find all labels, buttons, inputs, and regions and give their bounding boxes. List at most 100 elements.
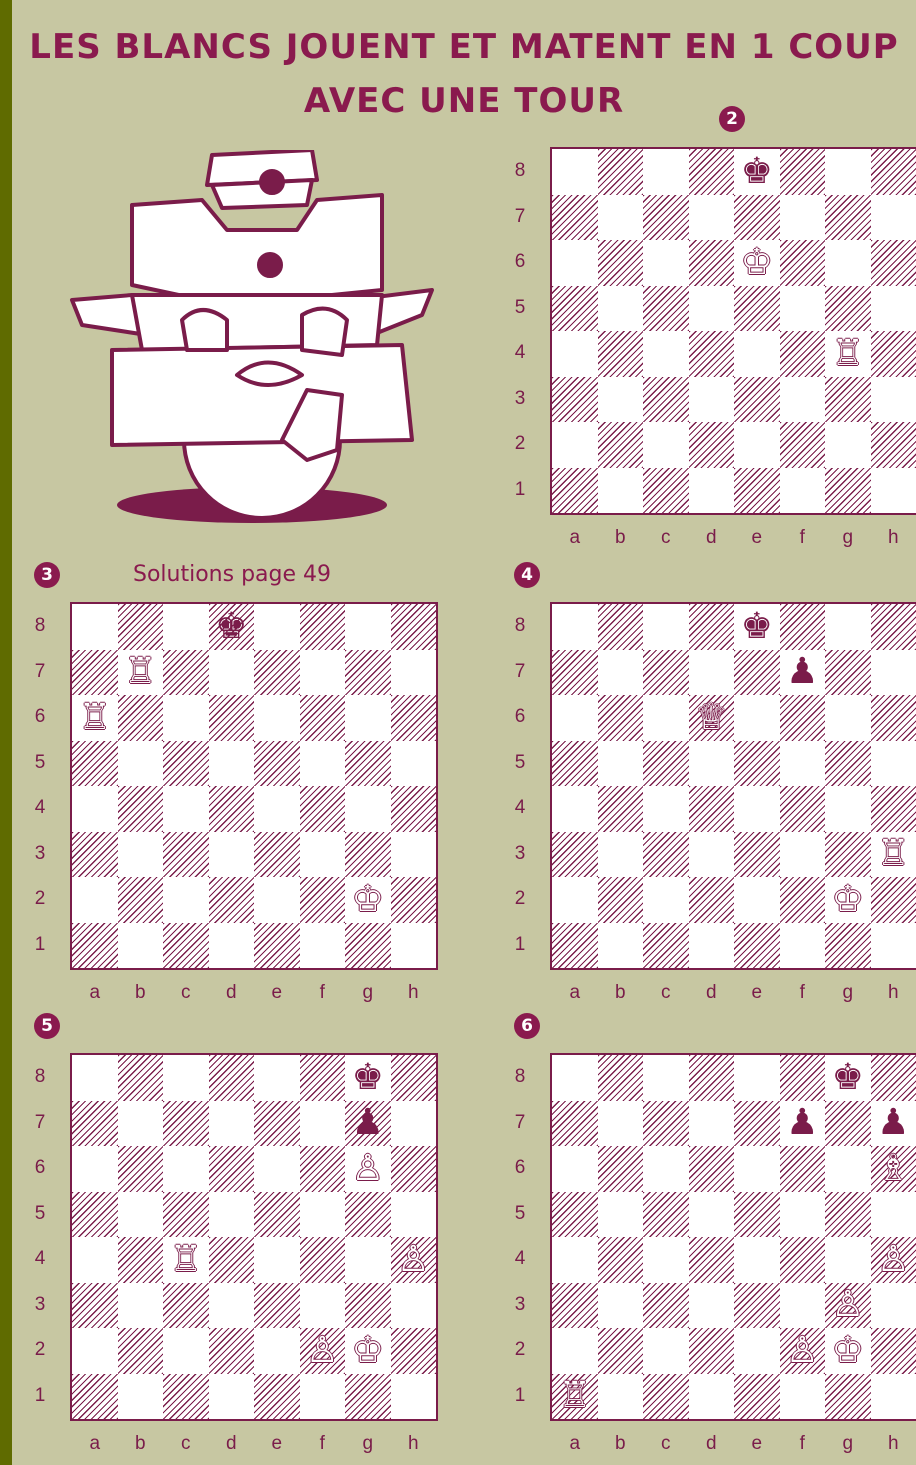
- square-c1[interactable]: [163, 923, 209, 969]
- square-b5[interactable]: [118, 741, 164, 787]
- square-d6[interactable]: [209, 695, 255, 741]
- square-c3[interactable]: [643, 832, 689, 878]
- square-c3[interactable]: [163, 1283, 209, 1329]
- square-h8[interactable]: [391, 1055, 437, 1101]
- square-d5[interactable]: [689, 741, 735, 787]
- square-e1[interactable]: [254, 1374, 300, 1420]
- square-e8[interactable]: [254, 1055, 300, 1101]
- square-d5[interactable]: [209, 1192, 255, 1238]
- square-h8[interactable]: [871, 604, 916, 650]
- square-h8[interactable]: [391, 604, 437, 650]
- square-f8[interactable]: [300, 1055, 346, 1101]
- square-a7[interactable]: [72, 650, 118, 696]
- square-f2[interactable]: [780, 877, 826, 923]
- square-e2[interactable]: [734, 422, 780, 468]
- square-g8[interactable]: ♚: [825, 1055, 871, 1101]
- square-f4[interactable]: [300, 1237, 346, 1283]
- square-e6[interactable]: [254, 695, 300, 741]
- square-c4[interactable]: [643, 786, 689, 832]
- square-h1[interactable]: [871, 1374, 916, 1420]
- square-b5[interactable]: [598, 286, 644, 332]
- square-g4[interactable]: [825, 1237, 871, 1283]
- square-f1[interactable]: [780, 468, 826, 514]
- square-a2[interactable]: [72, 1328, 118, 1374]
- white-pawn-icon[interactable]: ♙: [780, 1328, 826, 1374]
- square-f7[interactable]: ♟: [780, 650, 826, 696]
- square-d8[interactable]: [689, 149, 735, 195]
- square-g8[interactable]: [825, 604, 871, 650]
- white-bishop-icon[interactable]: ♗: [871, 1146, 916, 1192]
- square-e3[interactable]: [734, 1283, 780, 1329]
- square-f5[interactable]: [300, 741, 346, 787]
- square-e5[interactable]: [734, 1192, 780, 1238]
- square-d5[interactable]: [689, 286, 735, 332]
- square-d8[interactable]: [209, 1055, 255, 1101]
- square-g2[interactable]: ♔: [825, 877, 871, 923]
- square-g6[interactable]: [345, 695, 391, 741]
- square-h5[interactable]: [871, 286, 916, 332]
- square-a3[interactable]: [552, 1283, 598, 1329]
- square-c7[interactable]: [163, 650, 209, 696]
- square-a4[interactable]: [72, 786, 118, 832]
- square-c5[interactable]: [163, 1192, 209, 1238]
- square-a7[interactable]: [552, 195, 598, 241]
- square-f1[interactable]: [780, 923, 826, 969]
- square-a4[interactable]: [552, 331, 598, 377]
- square-h8[interactable]: [871, 1055, 916, 1101]
- square-g1[interactable]: [825, 1374, 871, 1420]
- square-e7[interactable]: [254, 650, 300, 696]
- square-f6[interactable]: [300, 695, 346, 741]
- square-a6[interactable]: [552, 240, 598, 286]
- square-f8[interactable]: [780, 149, 826, 195]
- square-a8[interactable]: [72, 604, 118, 650]
- square-g5[interactable]: [825, 286, 871, 332]
- square-d1[interactable]: [689, 923, 735, 969]
- square-h7[interactable]: [871, 195, 916, 241]
- square-f3[interactable]: [780, 832, 826, 878]
- square-h2[interactable]: [871, 422, 916, 468]
- square-a7[interactable]: [552, 1101, 598, 1147]
- square-e5[interactable]: [254, 741, 300, 787]
- square-h4[interactable]: [871, 331, 916, 377]
- square-c8[interactable]: [163, 1055, 209, 1101]
- square-g5[interactable]: [345, 741, 391, 787]
- square-d1[interactable]: [209, 923, 255, 969]
- square-f1[interactable]: [300, 923, 346, 969]
- square-c4[interactable]: [643, 331, 689, 377]
- square-h1[interactable]: [871, 923, 916, 969]
- square-d1[interactable]: [209, 1374, 255, 1420]
- square-b8[interactable]: [598, 1055, 644, 1101]
- square-c3[interactable]: [643, 1283, 689, 1329]
- square-d4[interactable]: [209, 786, 255, 832]
- black-king-icon[interactable]: ♚: [734, 604, 780, 650]
- square-d6[interactable]: [209, 1146, 255, 1192]
- square-g7[interactable]: [825, 1101, 871, 1147]
- square-a3[interactable]: [72, 832, 118, 878]
- square-f6[interactable]: [300, 1146, 346, 1192]
- square-c8[interactable]: [643, 604, 689, 650]
- square-h5[interactable]: [391, 741, 437, 787]
- square-b3[interactable]: [118, 1283, 164, 1329]
- square-c7[interactable]: [163, 1101, 209, 1147]
- square-c2[interactable]: [643, 877, 689, 923]
- square-g5[interactable]: [825, 1192, 871, 1238]
- black-pawn-icon[interactable]: ♟: [780, 1101, 826, 1147]
- square-e4[interactable]: [734, 331, 780, 377]
- square-d2[interactable]: [209, 1328, 255, 1374]
- square-c4[interactable]: [163, 786, 209, 832]
- square-f5[interactable]: [780, 286, 826, 332]
- square-d7[interactable]: [689, 195, 735, 241]
- square-c6[interactable]: [163, 1146, 209, 1192]
- square-a6[interactable]: [552, 1146, 598, 1192]
- square-a5[interactable]: [552, 1192, 598, 1238]
- square-c8[interactable]: [643, 149, 689, 195]
- square-e5[interactable]: [254, 1192, 300, 1238]
- square-d3[interactable]: [689, 1283, 735, 1329]
- square-a3[interactable]: [552, 832, 598, 878]
- square-d3[interactable]: [209, 832, 255, 878]
- square-a5[interactable]: [552, 286, 598, 332]
- black-king-icon[interactable]: ♚: [825, 1055, 871, 1101]
- white-rook-icon[interactable]: ♖: [118, 650, 164, 696]
- square-g5[interactable]: [345, 1192, 391, 1238]
- square-e7[interactable]: [734, 1101, 780, 1147]
